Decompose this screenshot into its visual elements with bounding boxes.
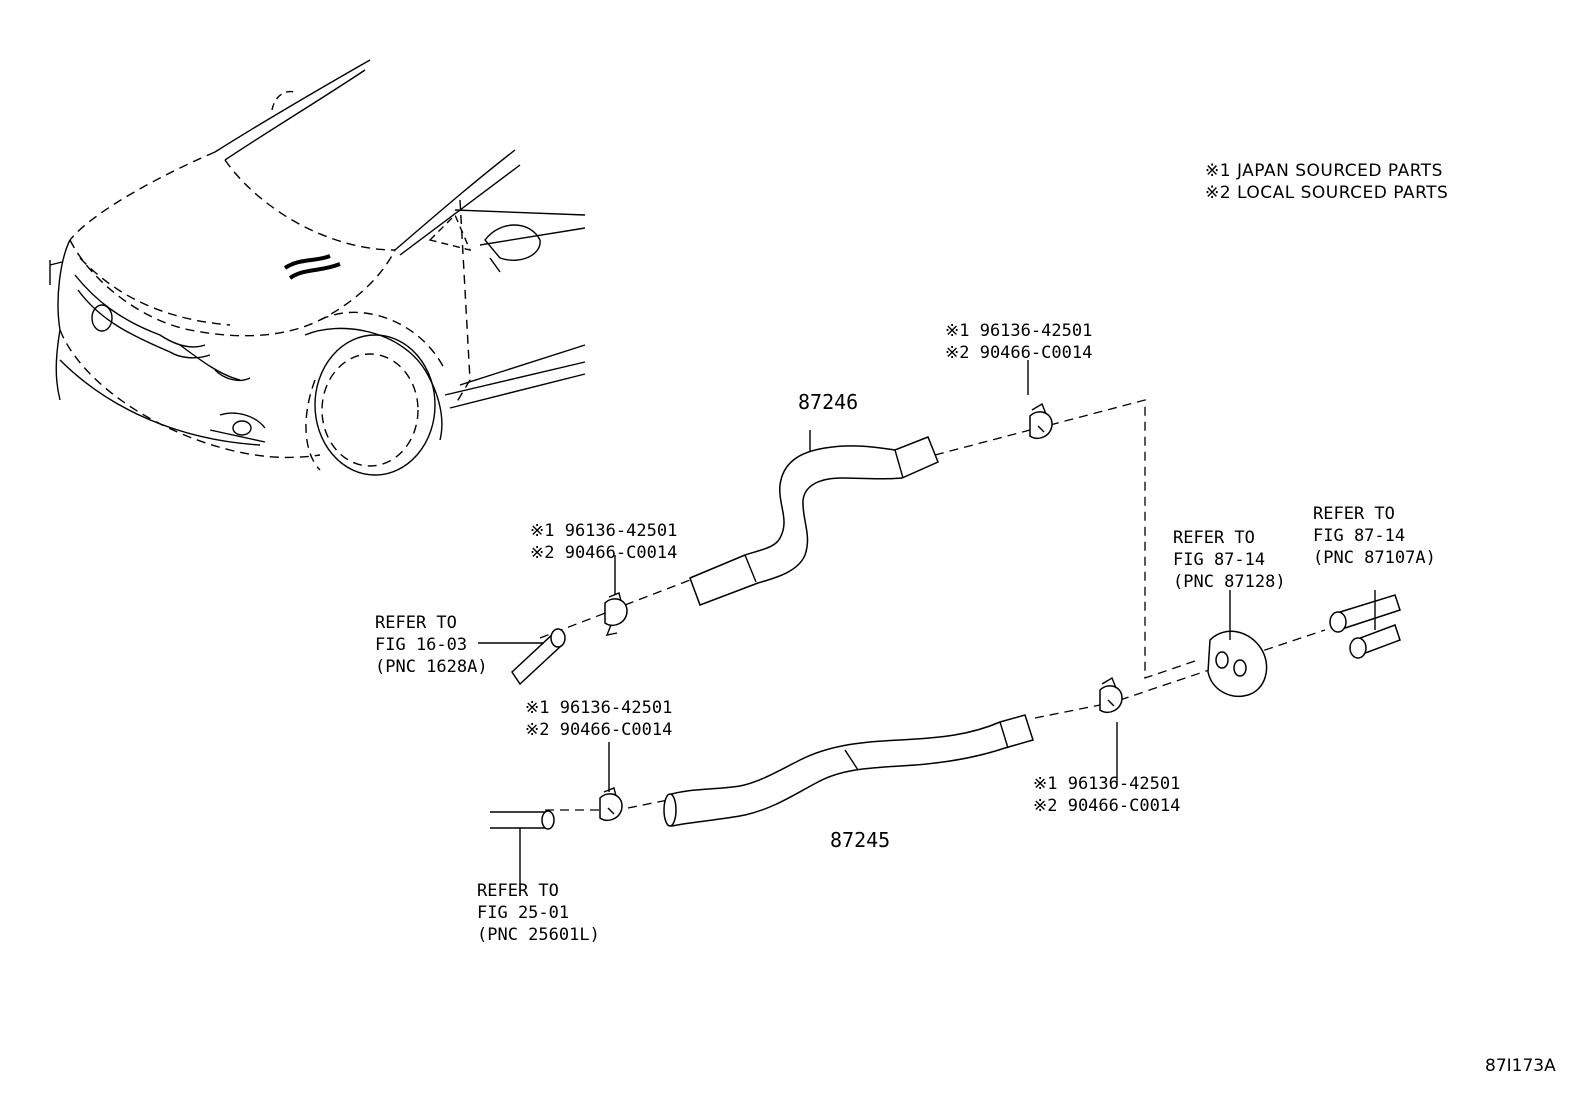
- reference-fig-87-14-pipe[interactable]: REFER TO FIG 87-14 (PNC 87107A): [1313, 503, 1436, 569]
- legend: ※1 JAPAN SOURCED PARTS ※2 LOCAL SOURCED …: [1205, 160, 1448, 204]
- reference-fig-87-14-grommet[interactable]: REFER TO FIG 87-14 (PNC 87128): [1173, 527, 1286, 593]
- reference-figure: FIG 16-03: [375, 635, 468, 655]
- assembly-leader-lines: [539, 399, 1326, 811]
- reference-pnc: (PNC 87107A): [1313, 548, 1436, 568]
- clamp-part-number-local[interactable]: ※2 90466-C0014: [530, 543, 678, 563]
- clamp-drawings: [599, 402, 1123, 822]
- clamp-part-number-local[interactable]: ※2 90466-C0014: [945, 343, 1093, 363]
- pipe-stubs: [490, 590, 1401, 830]
- reference-pnc: (PNC 1628A): [375, 657, 488, 677]
- clamp-label-lower-right: ※1 96136-42501 ※2 90466-C0014: [1033, 773, 1180, 817]
- legend-local-sourced: ※2 LOCAL SOURCED PARTS: [1205, 183, 1449, 203]
- reference-pnc: (PNC 25601L): [477, 925, 600, 945]
- part-number-87245[interactable]: 87245: [830, 828, 891, 852]
- reference-heading: REFER TO: [375, 613, 457, 633]
- grommet-87128: [1207, 630, 1268, 697]
- clamp-part-number-japan[interactable]: ※1 96136-42501: [1033, 774, 1181, 794]
- clamp-part-number-local[interactable]: ※2 90466-C0014: [525, 720, 673, 740]
- clamp-part-number-japan[interactable]: ※1 96136-42501: [525, 698, 673, 718]
- hose-87245-drawing: [663, 714, 1034, 827]
- reference-heading: REFER TO: [1173, 528, 1255, 548]
- vehicle-location-illustration: [49, 59, 586, 476]
- clamp-label-upper-right: ※1 96136-42501 ※2 90466-C0014: [945, 320, 1092, 364]
- figure-id: 87I173A: [1485, 1056, 1556, 1076]
- reference-figure: FIG 87-14: [1173, 550, 1266, 570]
- legend-japan-sourced: ※1 JAPAN SOURCED PARTS: [1205, 161, 1443, 181]
- reference-heading: REFER TO: [477, 881, 559, 901]
- reference-fig-16-03[interactable]: REFER TO FIG 16-03 (PNC 1628A): [375, 612, 488, 678]
- clamp-label-upper-left: ※1 96136-42501 ※2 90466-C0014: [530, 520, 677, 564]
- clamp-label-lower-left: ※1 96136-42501 ※2 90466-C0014: [525, 697, 672, 741]
- clamp-part-number-japan[interactable]: ※1 96136-42501: [945, 321, 1093, 341]
- clamp-part-number-local[interactable]: ※2 90466-C0014: [1033, 796, 1181, 816]
- reference-pnc: (PNC 87128): [1173, 572, 1286, 592]
- reference-figure: FIG 87-14: [1313, 526, 1406, 546]
- clamp-part-number-japan[interactable]: ※1 96136-42501: [530, 521, 678, 541]
- reference-heading: REFER TO: [1313, 504, 1395, 524]
- reference-fig-25-01[interactable]: REFER TO FIG 25-01 (PNC 25601L): [477, 880, 600, 946]
- part-number-87246[interactable]: 87246: [798, 390, 859, 414]
- hose-87246-drawing: [689, 430, 939, 606]
- label-leader-lines: [478, 360, 1231, 885]
- reference-figure: FIG 25-01: [477, 903, 570, 923]
